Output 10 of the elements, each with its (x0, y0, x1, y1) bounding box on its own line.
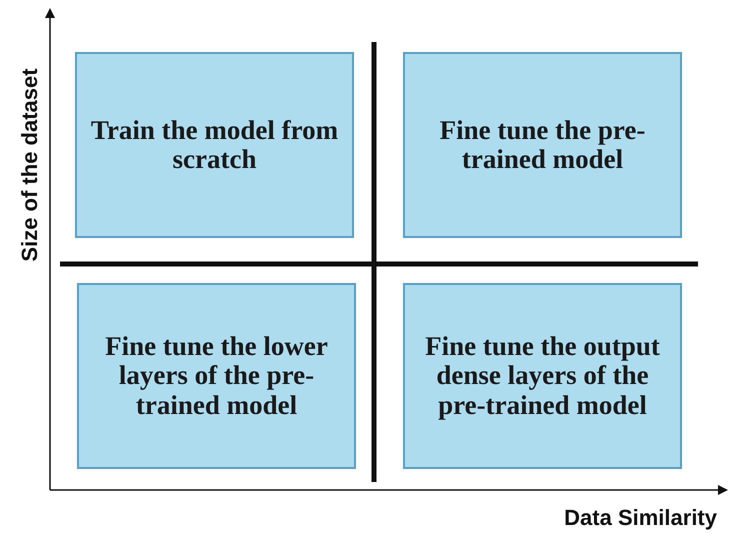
quadrant-text: Fine tune the lower layers of the pre-trained model (104, 332, 329, 420)
quadrant-box (75, 52, 354, 238)
quadrant-text: Fine tune the pre-trained model (438, 116, 646, 174)
quadrant-box (77, 283, 356, 469)
quadrant-box (403, 283, 682, 469)
axis-label: Data Similarity (564, 505, 717, 531)
quadrant-text: Train the model from scratch (90, 116, 340, 174)
quadrant-text: Fine tune the output dense layers of the pre-trained model (424, 332, 661, 420)
quadrant-box (403, 52, 682, 238)
axis-label: Size of the dataset (17, 68, 43, 262)
